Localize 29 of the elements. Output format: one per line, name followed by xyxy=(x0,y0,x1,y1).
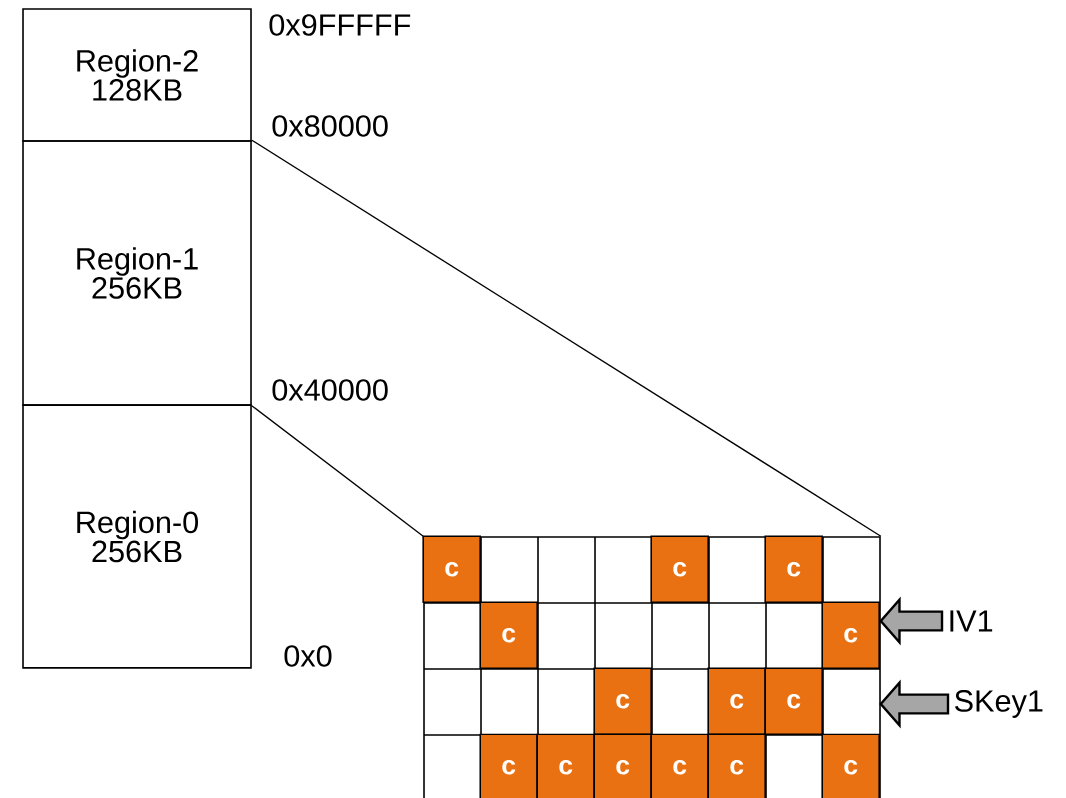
block-arrow xyxy=(879,596,944,646)
cipher-cell: c xyxy=(707,667,766,735)
cipher-cell: c xyxy=(479,733,538,798)
cipher-cell: c xyxy=(422,535,481,603)
cipher-cell: c xyxy=(593,667,652,735)
row-label: IV1 xyxy=(950,610,993,632)
zoom-line xyxy=(251,139,882,537)
cipher-cell: c xyxy=(764,535,823,603)
cipher-cell: c xyxy=(593,733,652,798)
cipher-cell: c xyxy=(821,601,880,669)
cipher-cell: c xyxy=(764,667,823,735)
address-label: 0x80000 xyxy=(272,115,388,137)
region-box: Region-1 256KB xyxy=(22,140,252,406)
region-box: Region-2 128KB xyxy=(22,8,252,142)
cipher-cell: c xyxy=(536,733,595,798)
node-label: c xyxy=(559,759,573,775)
region-box: Region-0 256KB xyxy=(22,404,252,669)
node-label: c xyxy=(673,759,687,775)
address-label: 0x0 xyxy=(284,645,332,667)
cipher-cell: c xyxy=(479,601,538,669)
cipher-cell: c xyxy=(650,733,709,798)
zoom-line xyxy=(251,405,424,537)
node-label: c xyxy=(616,759,630,775)
cipher-cell: c xyxy=(821,733,880,798)
cipher-cell: c xyxy=(707,733,766,798)
cipher-cell: c xyxy=(650,535,709,603)
row-label: SKey1 xyxy=(955,690,1043,718)
block-arrow xyxy=(879,679,950,729)
address-label: 0x40000 xyxy=(272,379,388,401)
